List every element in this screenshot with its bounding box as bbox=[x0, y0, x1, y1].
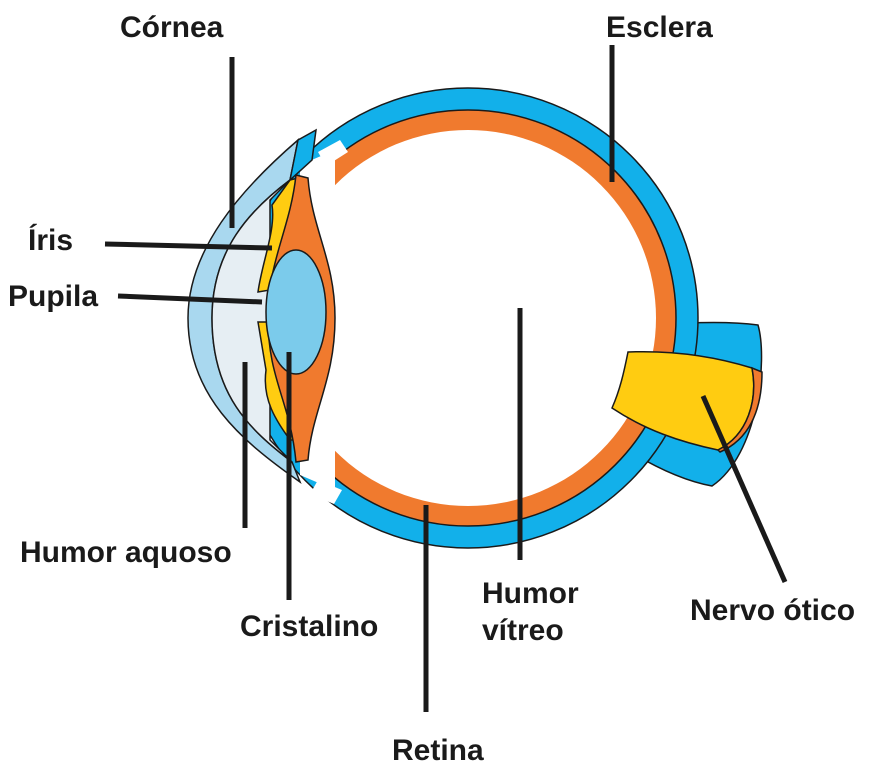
cristalino-label: Cristalino bbox=[240, 610, 378, 643]
retina-label: Retina bbox=[392, 734, 484, 767]
humor-vitreo-label-line2: vítreo bbox=[482, 614, 564, 647]
cornea-label: Córnea bbox=[120, 11, 224, 44]
crystalline-lens bbox=[266, 250, 326, 374]
esclera-label: Esclera bbox=[606, 11, 713, 44]
humor-aquoso-label: Humor aquoso bbox=[20, 536, 232, 569]
pupila-label: Pupila bbox=[8, 280, 98, 313]
nervo-otico-label: Nervo ótico bbox=[690, 594, 855, 627]
iris-label: Íris bbox=[28, 223, 73, 257]
vitreous-body bbox=[280, 130, 656, 506]
humor-vitreo-label-line1: Humor bbox=[482, 577, 579, 610]
